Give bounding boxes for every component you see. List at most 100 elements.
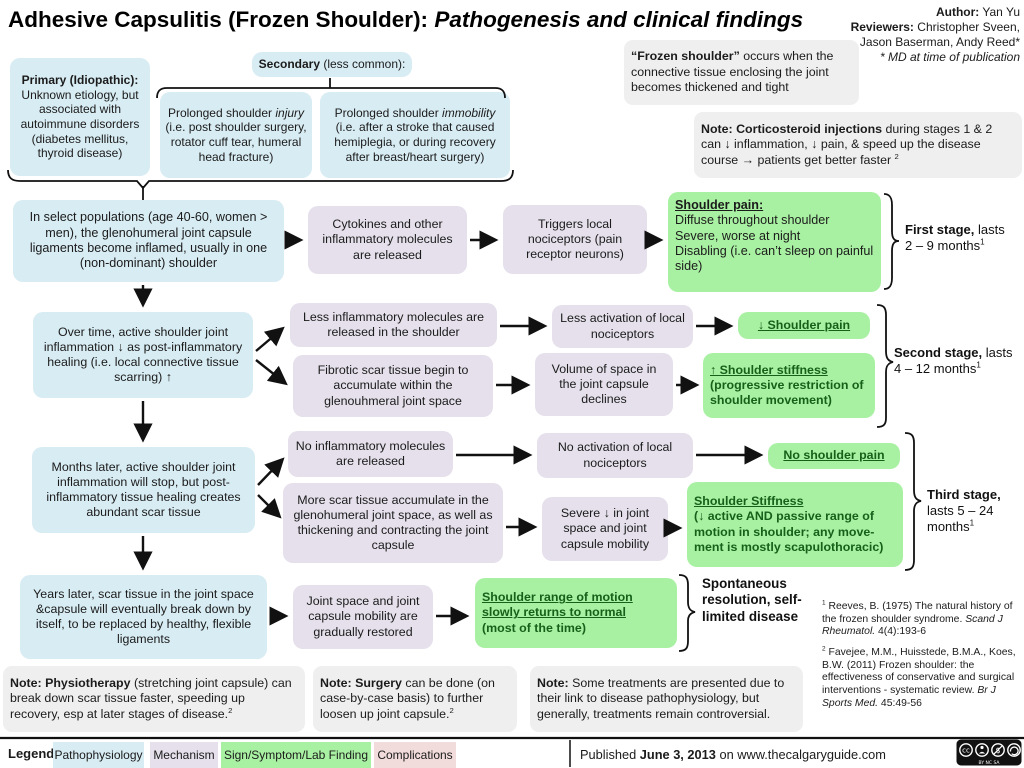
ref2-pages: 45:49-56 — [878, 697, 922, 709]
secondary-bold: Secondary — [258, 57, 320, 72]
treatments-text: Note: Some treatments are presented due … — [537, 676, 796, 723]
secondary-label: Secondary (less common): — [259, 57, 406, 72]
brace-first-stage — [883, 193, 900, 290]
reference-1: 1 Reeves, B. (1975) The natural history … — [822, 600, 1020, 639]
pain-line-3: Disabling (i.e. can’t sleep on painful s… — [675, 244, 874, 274]
cc-icon-text: cc — [962, 747, 970, 755]
less-activation-text: Less activation of local nociceptors — [560, 311, 685, 341]
box-shoulder-stiffness-3: Shoulder Stiffness (↓ active AND passive… — [687, 482, 903, 567]
ref2-journal: Br J Sports Med. — [822, 685, 996, 709]
reviewers-names: Christopher Sveen, Jason Baserman, Andy … — [859, 20, 1020, 50]
immobility-post: (i.e. after a stroke that caused hemiple… — [334, 120, 496, 164]
box-severe-decline: Severe ↓ in joint space and joint capsul… — [542, 497, 668, 561]
third-stage-duration: lasts 5 – 24 — [927, 502, 994, 518]
shoulder-pain-title: Shoulder pain: — [675, 198, 764, 212]
surgery-rest: can be done (on case-by-case basis) to f… — [320, 675, 495, 721]
box-physiotherapy-note: Note: Physiotherapy (stretching joint ca… — [3, 666, 305, 732]
immobility-pre: Prolonged shoulder — [334, 105, 443, 120]
ref1-text: Reeves, B. (1975) The natural history of… — [822, 601, 1013, 625]
box-months-later: Months later, active shoulder joint infl… — [32, 447, 255, 533]
less-inflammatory-text: Less inflammatory molecules are released… — [302, 309, 485, 339]
treatments-rest: Some treatments are presented due to the… — [537, 675, 785, 721]
legend-sign-symptom-label: Sign/Symptom/Lab Finding — [223, 748, 369, 762]
second-stage-rest: lasts — [982, 345, 1013, 360]
immobility-italic: immobility — [442, 105, 496, 120]
cortico-rest: during stages 1 & 2 can ↓ inflammation, … — [701, 121, 993, 167]
no-pain-text: No shoulder pain — [783, 448, 885, 463]
box-shoulder-injury: Prolonged shoulder injury (i.e. post sho… — [160, 92, 312, 178]
legend-complications: Complications — [374, 742, 456, 768]
cc-license-badge: cc $ BY NC SA — [956, 739, 1022, 766]
box-shoulder-immobility: Prolonged shoulder immobility (i.e. afte… — [320, 92, 510, 178]
legend-mechanism-label: Mechanism — [153, 748, 215, 762]
more-scar-text: More scar tissue accumulate in the gleno… — [293, 492, 493, 553]
cortico-bold: Note: Corticosteroid injections — [701, 121, 883, 136]
first-stage-bold: First stage, — [905, 222, 975, 237]
third-stage-bold: Third stage, — [927, 487, 1001, 502]
less-pain-text: ↓ Shoulder pain — [757, 317, 851, 332]
md-note: * MD at time of publication — [879, 50, 1020, 65]
rom-title: Shoulder range of motion slowly returns … — [482, 590, 633, 620]
box-primary-cause: Primary (Idiopathic): Unknown etiology, … — [10, 58, 150, 176]
second-stage-duration: 4 – 12 months — [894, 360, 977, 376]
ref1-pages: 4(4):193-6 — [875, 626, 926, 638]
arrow-fork-less-inflam — [255, 326, 285, 352]
surgery-bold: Note: Surgery — [320, 675, 402, 690]
ref2-sup: 2 — [822, 645, 826, 653]
third-stage-months: months — [927, 518, 970, 534]
box-triggers-nociceptors: Triggers local nociceptors (pain recepto… — [503, 205, 647, 274]
pain-line-2: Severe, worse at night — [675, 228, 801, 243]
surgery-text: Note: Surgery can be done (on case-by-ca… — [320, 676, 510, 723]
injury-pre: Prolonged shoulder — [167, 105, 276, 120]
immobility-text: Prolonged shoulder immobility (i.e. afte… — [325, 106, 505, 165]
published-line: Published June 3, 2013 on www.thecalgary… — [580, 747, 886, 762]
stiffness2-body: (progressive restriction of shoulder mov… — [710, 377, 864, 408]
injury-text: Prolonged shoulder injury (i.e. post sho… — [164, 106, 308, 165]
box-more-scar: More scar tissue accumulate in the gleno… — [283, 483, 503, 563]
stage-first-label: First stage, lasts 2 – 9 months1 — [905, 222, 1021, 254]
cytokines-text: Cytokines and other inflammatory molecul… — [322, 217, 453, 262]
arrow-fork-more-scar — [257, 494, 282, 519]
first-stage-sup: 1 — [980, 237, 985, 247]
first-stage-duration: 2 – 9 months — [905, 237, 981, 253]
brace-resolution — [678, 574, 696, 652]
no-activation-text: No activation of local nociceptors — [557, 440, 673, 470]
triggers-text: Triggers local nociceptors (pain recepto… — [526, 216, 624, 262]
severe-decline-text: Severe ↓ in joint space and joint capsul… — [560, 506, 650, 551]
fibrotic-text: Fibrotic scar tissue begin to accumulate… — [317, 363, 469, 408]
box-surgery-note: Note: Surgery can be done (on case-by-ca… — [313, 666, 517, 732]
stage-third-label: Third stage, lasts 5 – 24 months1 — [927, 487, 1022, 535]
box-shoulder-stiffness-2: ↑ Shoulder stiffness (progressive restri… — [703, 353, 875, 418]
author-label: Author: — [935, 5, 980, 19]
brace-second-stage — [876, 304, 894, 428]
legend-pathophysiology: Pathophysiology — [53, 742, 144, 768]
second-stage-bold: Second stage, — [894, 345, 983, 360]
ref2-text: Favejee, M.M., Huisstede, B.M.A., Koes, … — [822, 647, 1016, 697]
box-no-inflammatory: No inflammatory molecules are released — [288, 431, 453, 477]
box-overtime-inflammation: Over time, active shoulder joint inflamm… — [33, 312, 253, 398]
physio-bold: Note: Physiotherapy — [10, 675, 131, 690]
ref1-journal: Scand J Rheumatol. — [822, 613, 1003, 638]
physio-sup: 2 — [228, 705, 233, 715]
spontaneous-resolution-label: Spontaneous resolution, self-limited dis… — [702, 576, 802, 625]
cc-badge-bg — [956, 739, 1022, 766]
select-populations-text: In select populations (age 40-60, women … — [29, 210, 268, 271]
box-corticosteroid-note: Note: Corticosteroid injections during s… — [694, 112, 1022, 178]
cortico-sup: 2 — [894, 151, 899, 161]
cc-by-icon — [975, 743, 989, 757]
physio-text: Note: Physiotherapy (stretching joint ca… — [10, 676, 298, 723]
box-secondary-label: Secondary (less common): — [252, 52, 412, 77]
box-less-activation: Less activation of local nociceptors — [552, 305, 693, 348]
reviewers-line: Reviewers: Christopher Sveen, Jason Base… — [838, 20, 1020, 50]
cc-by-person-body — [978, 751, 986, 754]
injury-post: (i.e. post shoulder surgery, rotator cuf… — [165, 120, 307, 164]
author-name: Yan Yu — [979, 5, 1020, 19]
cc-by-person-head — [980, 745, 984, 750]
cc-sa-arrow — [1009, 746, 1019, 756]
spontaneous-text: Spontaneous resolution, self-limited dis… — [702, 576, 802, 624]
secondary-rest: (less common): — [320, 57, 406, 72]
treatments-bold: Note: — [537, 675, 569, 690]
cc-license-text: BY NC SA — [979, 760, 1001, 766]
box-cytokines: Cytokines and other inflammatory molecul… — [308, 206, 467, 274]
